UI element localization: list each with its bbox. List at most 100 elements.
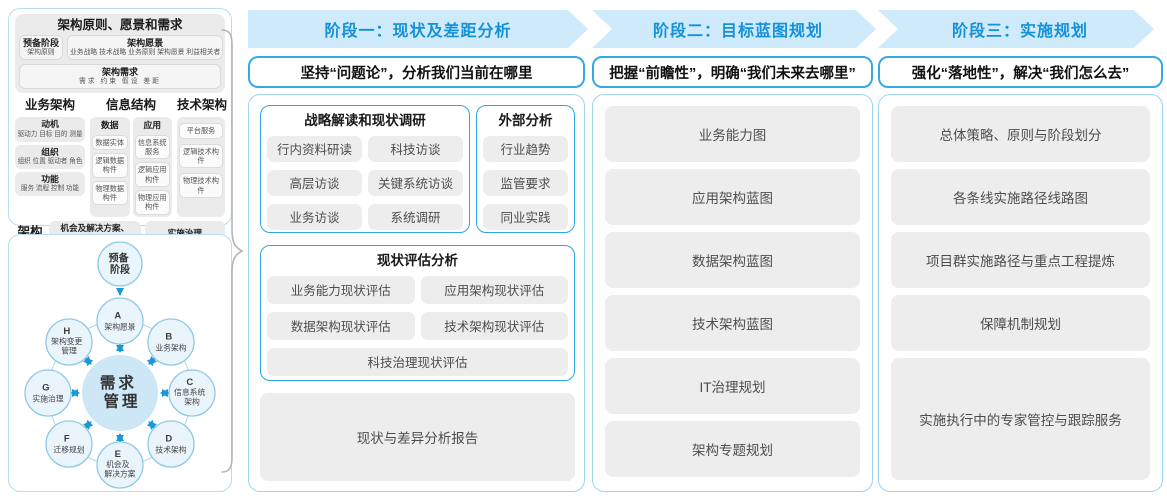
technology-architecture-column: 技术架构 平台服务 逻辑技术构件 物理技术构件 xyxy=(177,97,228,217)
application-subcolumn: 应用 信息系统服务 逻辑应用构件 物理应用构件 xyxy=(132,117,172,217)
requirements-management-label: 需求 管理 xyxy=(100,373,144,411)
deliverable-box: 实施执行中的专家管控与跟踪服务 xyxy=(891,358,1150,480)
information-structure-column: 信息结构 数据 数据实体 逻辑数据构件 物理数据构件 应用 信息系统服务 逻辑应… xyxy=(90,97,172,217)
task-pill: 技术架构现状评估 xyxy=(420,311,568,340)
task-pill: 关键系统访谈 xyxy=(368,169,463,196)
group-title: 现状评估分析 xyxy=(377,253,458,268)
adm-cycle-diagram: 预备 阶段 需求 管理 xyxy=(24,241,216,489)
item-pill: 信息系统服务 xyxy=(134,134,170,160)
subcolumn-header: 数据 xyxy=(100,120,119,131)
node-b-label: B 业务架构 xyxy=(155,327,186,353)
item-pill: 逻辑数据构件 xyxy=(92,152,128,178)
task-pill: 行内资料研读 xyxy=(267,135,362,162)
node-f-label: F 迁移规划 xyxy=(53,429,84,455)
phase3-content: 总体策略、原则与阶段划分 各条线实施路径线路图 项目群实施路径与重点工程提炼 保… xyxy=(878,94,1163,492)
node-a-label: A 架构愿景 xyxy=(104,306,135,332)
task-pill: 监管要求 xyxy=(483,169,568,196)
node-h-label: H 架构变更 管理 xyxy=(51,321,87,356)
motivation-box: 动机 驱动力 目标 目的 测量 xyxy=(15,117,85,142)
box-title: 组织 xyxy=(41,146,59,157)
prep-phase-label: 预备 阶段 xyxy=(109,252,132,277)
box-title: 实施治理 xyxy=(148,228,222,240)
adm-nodes: A 架构愿景 B 业务架构 C 信息系统 架构 D 技术架构 xyxy=(24,297,216,489)
deliverable-box: 数据架构蓝图 xyxy=(605,232,860,288)
strategy-research-group: 战略解读和现状调研 行内资料研读 科技访谈 高层访谈 关键系统访谈 业务访谈 系… xyxy=(260,105,470,233)
phase1-content: 战略解读和现状调研 行内资料研读 科技访谈 高层访谈 关键系统访谈 业务访谈 系… xyxy=(248,94,585,492)
requirements-management-circle xyxy=(82,355,158,431)
item-pill: 物理技术构件 xyxy=(179,173,223,198)
node-d-label: D 技术架构 xyxy=(155,429,186,455)
box-subtitle: 组织 位置 驱动者 角色 xyxy=(17,157,83,165)
phase2-banner-label: 阶段二：目标蓝图规划 xyxy=(652,23,823,40)
phase2-subtitle: 把握“前瞻性”，明确“我们未来去哪里” xyxy=(592,56,873,88)
group-title: 架构原则、愿景和需求 xyxy=(57,18,183,32)
section-header: 信息结构 xyxy=(105,97,156,112)
adm-cycle-panel: 预备 阶段 需求 管理 xyxy=(8,234,232,492)
subcolumn-header: 应用 xyxy=(143,120,162,131)
item-pill: 平台服务 xyxy=(179,123,223,139)
architecture-vision-box: 架构愿景 业务战略 技术战略 业务原则 架构愿景 利益相关者 xyxy=(67,34,224,60)
architecture-requirements-box: 架构需求 需求 约束 假设 差距 xyxy=(19,63,221,89)
task-pill: 业务访谈 xyxy=(267,203,362,230)
node-d-circle xyxy=(147,420,195,468)
item-pill: 数据实体 xyxy=(92,134,128,150)
task-pill: 高层访谈 xyxy=(267,169,362,196)
brace xyxy=(221,29,244,473)
box-subtitle: 服务 流程 控制 功能 xyxy=(20,185,80,193)
deliverable-box: 项目群实施路径与重点工程提炼 xyxy=(891,232,1150,288)
task-pill: 科技访谈 xyxy=(368,135,463,162)
box-subtitle: 业务战略 技术战略 业务原则 架构愿景 利益相关者 xyxy=(70,48,221,56)
data-subcolumn: 数据 数据实体 逻辑数据构件 物理数据构件 xyxy=(90,117,130,217)
phase1-banner: 阶段一：现状及差距分析 xyxy=(248,10,588,48)
phase1-subtitle: 坚持“问题论”，分析我们当前在哪里 xyxy=(248,56,585,88)
prep-phase-circle xyxy=(97,241,143,287)
node-e-circle xyxy=(96,441,144,489)
task-pill: 数据架构现状评估 xyxy=(267,311,415,340)
node-f-circle xyxy=(45,420,93,468)
group-title: 战略解读和现状调研 xyxy=(304,113,426,128)
deliverable-box: 业务能力图 xyxy=(605,106,860,162)
deliverable-box: 各条线实施路径线路图 xyxy=(891,169,1150,225)
phase3-banner-label: 阶段三：实施规划 xyxy=(951,23,1088,40)
item-pill: 物理数据构件 xyxy=(92,180,128,206)
box-title: 动机 xyxy=(41,119,59,130)
item-pill: 物理应用构件 xyxy=(134,189,170,215)
deliverable-box: 保障机制规划 xyxy=(891,295,1150,351)
task-pill: 行业趋势 xyxy=(483,135,568,162)
external-analysis-group: 外部分析 行业趋势 监管要求 同业实践 xyxy=(476,105,575,233)
section-header: 技术架构 xyxy=(177,97,228,112)
group-title: 外部分析 xyxy=(498,113,553,128)
node-g-circle xyxy=(24,369,72,417)
item-pill: 逻辑技术构件 xyxy=(179,143,223,169)
box-subtitle: 架构原则 xyxy=(27,48,55,56)
business-architecture-column: 业务架构 动机 驱动力 目标 目的 测量 组织 组织 位置 驱动者 角色 功能 … xyxy=(15,97,85,217)
node-c-circle xyxy=(168,369,216,417)
task-pill: 同业实践 xyxy=(483,203,568,230)
phase1-banner-label: 阶段一：现状及差距分析 xyxy=(324,23,512,40)
node-b-circle xyxy=(147,318,195,366)
task-pill: 业务能力现状评估 xyxy=(267,275,415,304)
deliverable-box: 架构专题规划 xyxy=(605,421,860,477)
box-title: 架构愿景 xyxy=(127,37,164,48)
phase3-banner: 阶段三：实施规划 xyxy=(878,10,1154,48)
box-title: 架构需求 xyxy=(101,66,138,77)
node-c-label: C 信息系统 架构 xyxy=(174,372,210,407)
box-subtitle: 驱动力 目标 目的 测量 xyxy=(17,130,83,138)
node-e-label: E 机会及 解决方案 xyxy=(104,444,135,479)
radial-arrows xyxy=(69,342,171,444)
task-pill: 系统调研 xyxy=(368,203,463,230)
phase2-content: 业务能力图 应用架构蓝图 数据架构蓝图 技术架构蓝图 IT治理规划 架构专题规划 xyxy=(592,94,873,492)
organization-box: 组织 组织 位置 驱动者 角色 xyxy=(15,144,85,169)
box-subtitle: 需求 约束 假设 差距 xyxy=(78,77,162,85)
deliverable-box: 总体策略、原则与阶段划分 xyxy=(891,106,1150,162)
node-a-circle xyxy=(96,297,144,345)
principles-vision-requirements-group: 架构原则、愿景和需求 预备阶段 架构原则 架构愿景 业务战略 技术战略 业务原则… xyxy=(15,14,225,93)
node-g-label: G 实施治理 xyxy=(32,378,63,404)
preliminary-phase-box: 预备阶段 架构原则 xyxy=(19,34,63,60)
deliverable-box: 应用架构蓝图 xyxy=(605,169,860,225)
phase3-subtitle: 强化“落地性”，解决“我们怎么去” xyxy=(878,56,1163,88)
architecture-content-framework-panel: 架构原则、愿景和需求 预备阶段 架构原则 架构愿景 业务战略 技术战略 业务原则… xyxy=(8,8,232,259)
task-pill: 科技治理现状评估 xyxy=(267,347,568,376)
box-title: 预备阶段 xyxy=(22,37,59,48)
